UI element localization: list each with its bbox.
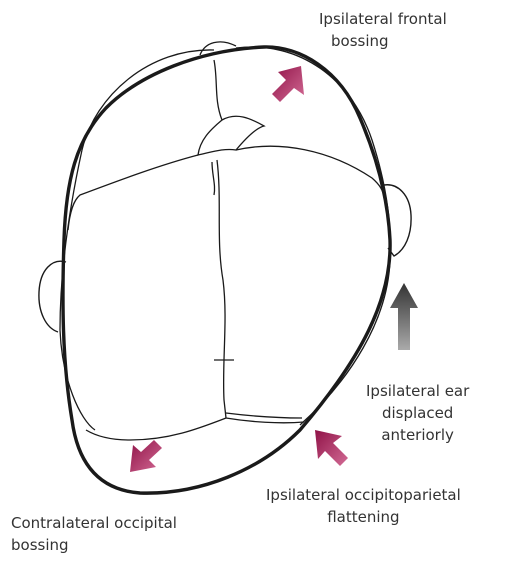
frontal-bossing-label: Ipsilateral frontal bossing [319, 8, 447, 52]
contralateral-occipital-bossing-label: Contralateral occipital bossing [11, 512, 177, 556]
ear-displaced-line-3: anteriorly [366, 424, 469, 446]
frontal-bossing-arrow [272, 66, 304, 102]
occipitoparietal-flattening-arrow [315, 430, 348, 466]
occipitoparietal-line-2: flattening [266, 506, 461, 528]
contralateral-occipital-bossing-arrow [130, 440, 162, 472]
ear-displaced-line-1: Ipsilateral ear [366, 380, 469, 402]
contralateral-line-1: Contralateral occipital [11, 512, 177, 534]
frontal-bossing-line-1: Ipsilateral frontal [319, 8, 447, 30]
contralateral-line-2: bossing [11, 534, 177, 556]
ear-displaced-label: Ipsilateral ear displaced anteriorly [366, 380, 469, 446]
frontal-bossing-line-2: bossing [319, 30, 447, 52]
ear-displaced-line-2: displaced [366, 402, 469, 424]
occipitoparietal-flattening-label: Ipsilateral occipitoparietal flattening [266, 484, 461, 528]
ear-displaced-anteriorly-arrow [390, 283, 418, 350]
occipitoparietal-line-1: Ipsilateral occipitoparietal [266, 484, 461, 506]
deformed-skull-outline [63, 47, 390, 493]
